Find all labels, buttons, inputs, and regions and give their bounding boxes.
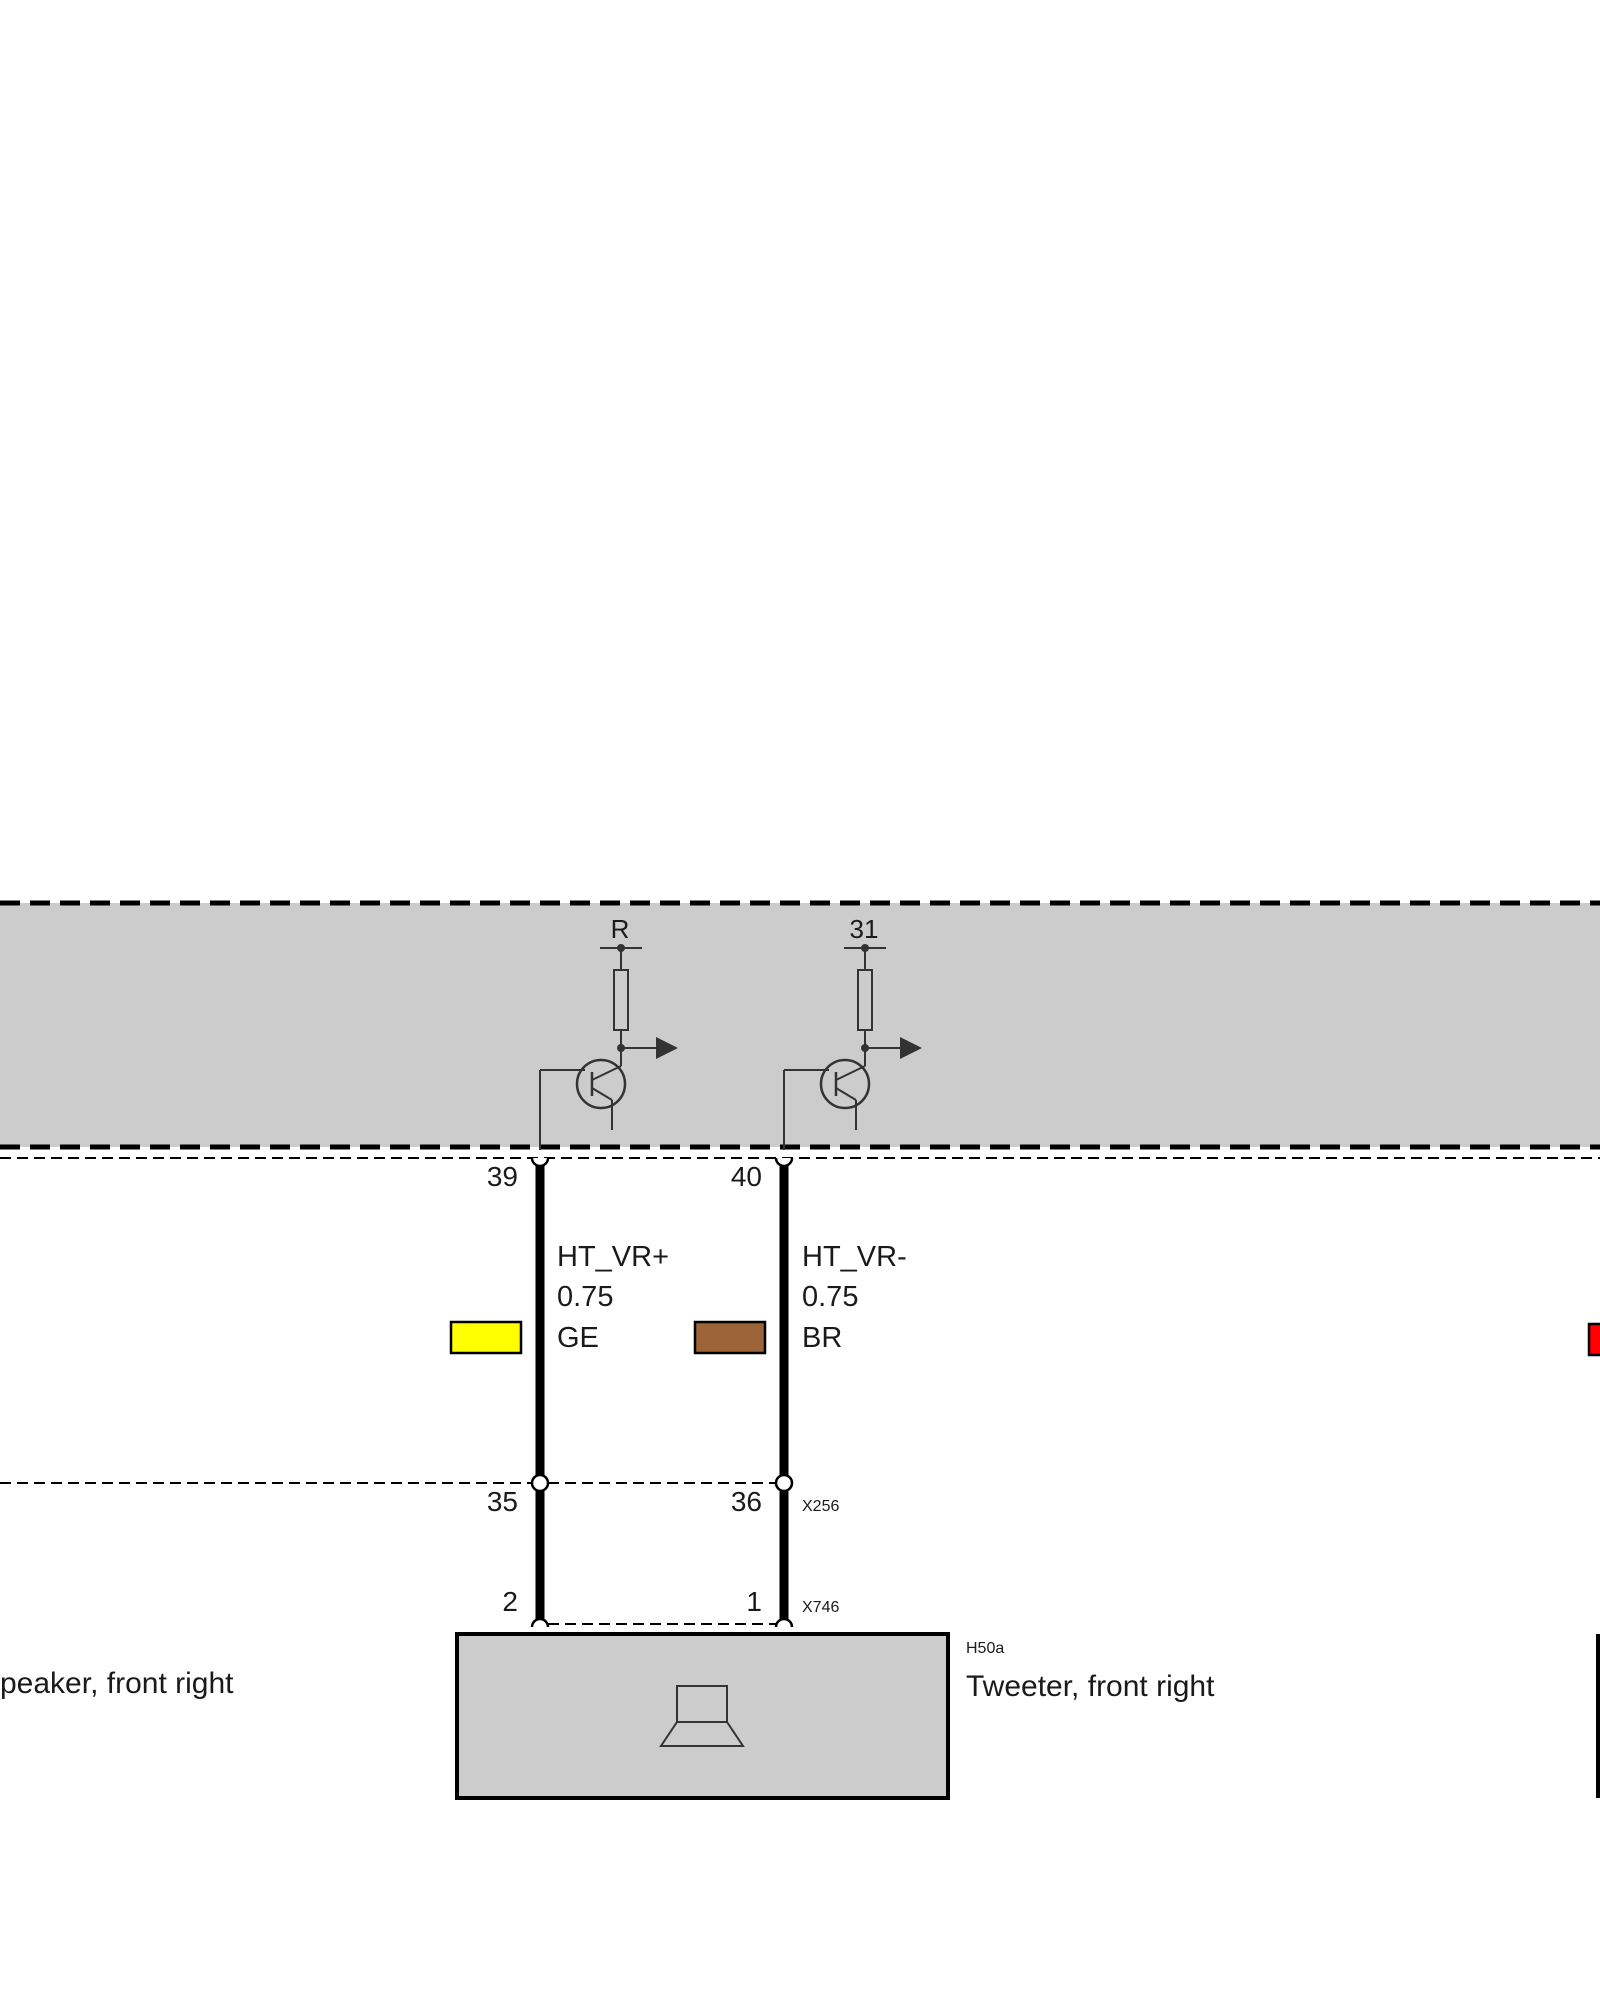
speaker-icon bbox=[659, 1685, 745, 1747]
pin-number: 40 bbox=[731, 1161, 762, 1192]
pin-number: 35 bbox=[487, 1486, 518, 1517]
pin-terminal bbox=[774, 1157, 794, 1168]
pin-terminal bbox=[774, 1617, 794, 1628]
pin-terminal bbox=[530, 1617, 550, 1628]
neighbor-component-name: peaker, front right bbox=[0, 1667, 234, 1700]
wire-signal-name: HT_VR+ bbox=[557, 1241, 669, 1273]
component-name: Tweeter, front right bbox=[966, 1670, 1215, 1703]
wire-ht-vr-plus: 39 HT_VR+ 0.75 GE 35 2 bbox=[449, 1157, 669, 1628]
output-arrow-icon bbox=[900, 1037, 922, 1059]
connector-x256-label: X256 bbox=[802, 1498, 839, 1515]
wire-color-swatch bbox=[693, 1320, 767, 1355]
resistor-symbol bbox=[613, 969, 629, 1031]
neighbor-wire-color-swatch bbox=[1587, 1322, 1600, 1357]
pin-number: 1 bbox=[746, 1586, 762, 1617]
transistor-symbol bbox=[819, 1058, 871, 1110]
pin-number: 36 bbox=[731, 1486, 762, 1517]
wire-color-swatch bbox=[449, 1320, 523, 1355]
wire-signal-name: HT_VR- bbox=[802, 1241, 907, 1273]
transistor-symbol bbox=[575, 1058, 627, 1110]
output-stage-r: R bbox=[539, 914, 678, 1150]
pin-number: 39 bbox=[487, 1161, 518, 1192]
tweeter-component-box bbox=[455, 1632, 950, 1800]
wire-gauge: 0.75 bbox=[557, 1281, 613, 1313]
output-stage-31: 31 bbox=[783, 914, 922, 1150]
supply-label-31: 31 bbox=[850, 914, 879, 944]
wire-color-code: BR bbox=[802, 1322, 842, 1354]
output-arrow-icon bbox=[656, 1037, 678, 1059]
component-id: H50a bbox=[966, 1640, 1004, 1657]
pin-number: 2 bbox=[502, 1586, 518, 1617]
wire-color-code: GE bbox=[557, 1322, 599, 1354]
supply-label-r: R bbox=[611, 914, 630, 944]
pin-terminal bbox=[530, 1157, 550, 1168]
wire-ht-vr-minus: 40 HT_VR- 0.75 BR 36 1 bbox=[693, 1157, 907, 1628]
wire-gauge: 0.75 bbox=[802, 1281, 858, 1313]
pin-terminal bbox=[774, 1473, 794, 1493]
connector-x746-label: X746 bbox=[802, 1599, 839, 1616]
control-module-housing bbox=[0, 903, 1600, 1147]
pin-terminal bbox=[530, 1473, 550, 1493]
resistor-symbol bbox=[857, 969, 873, 1031]
